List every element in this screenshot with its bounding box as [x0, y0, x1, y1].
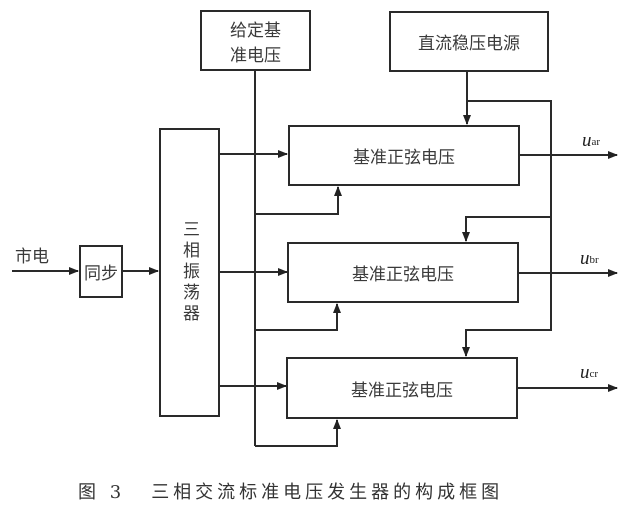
reference-voltage-label-line2: 准电压	[230, 45, 281, 66]
ref-to-sine-b	[255, 303, 341, 331]
mains-label: 市电	[15, 247, 49, 267]
output-label-c: ucr	[580, 362, 599, 383]
reference-voltage-label-line1: 给定基	[230, 20, 281, 41]
sine-block-c: 基准正弦电压	[286, 357, 518, 419]
figure-title: 三相交流标准电压发生器的构成框图	[151, 482, 504, 503]
output-label-a: uar	[582, 130, 601, 151]
ref-to-sine-a	[255, 186, 342, 215]
dc-power-label: 直流稳压电源	[418, 34, 520, 54]
ref-to-sine-c	[255, 419, 341, 447]
sine-block-b: 基准正弦电压	[287, 242, 519, 303]
sine-block-a-label: 基准正弦电压	[353, 148, 455, 168]
sine-block-b-label: 基准正弦电压	[352, 265, 454, 285]
sync-label: 同步	[84, 264, 118, 284]
dc-power-block: 直流稳压电源	[389, 11, 549, 72]
reference-voltage-block: 给定基 准电压	[200, 10, 311, 71]
sine-block-c-label: 基准正弦电压	[351, 380, 453, 401]
figure-number: 图 3	[78, 482, 126, 503]
oscillator-label: 三相振荡器	[179, 220, 199, 325]
sync-block: 同步	[79, 245, 123, 298]
sine-block-a: 基准正弦电压	[288, 125, 520, 186]
figure-caption: 图 3 三相交流标准电压发生器的构成框图	[78, 478, 503, 504]
oscillator-block: 三相振荡器	[159, 128, 220, 417]
dc-to-sine-b	[462, 216, 551, 242]
output-label-b: ubr	[580, 248, 599, 269]
dc-bus-right	[462, 100, 552, 357]
